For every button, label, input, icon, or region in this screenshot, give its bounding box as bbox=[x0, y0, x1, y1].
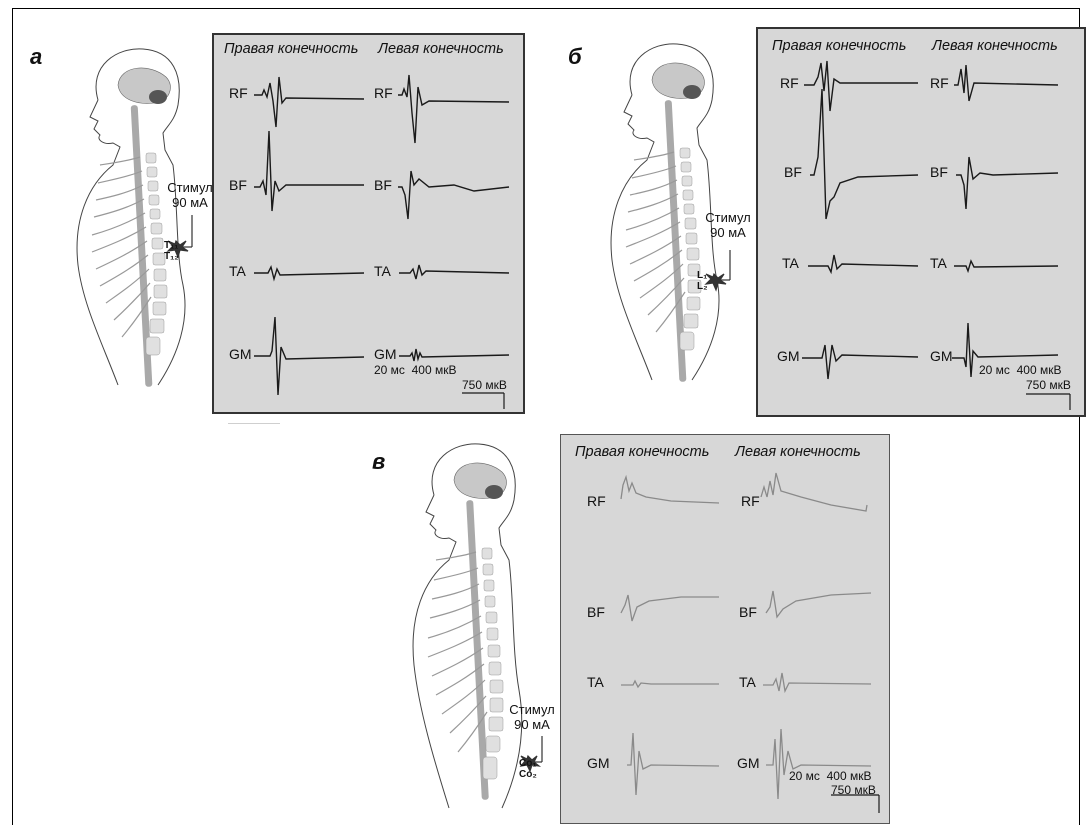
panel-b-recording-box: Правая конечность Левая конечность RF BF… bbox=[756, 27, 1086, 417]
panel-a-scale-bar-label-2: 750 мкВ bbox=[462, 378, 507, 392]
trace-rf-left bbox=[398, 75, 509, 143]
trace-ta-right bbox=[254, 267, 364, 279]
panel-c-emg-traces bbox=[561, 435, 891, 825]
trace-rf-left bbox=[761, 473, 867, 511]
trace-gm-right bbox=[627, 733, 719, 795]
trace-bf-left bbox=[956, 157, 1058, 209]
panel-c-letter: в bbox=[372, 449, 385, 475]
trace-rf-left bbox=[954, 65, 1058, 101]
panel-a-scale-bar-label: 20 мс 400 мкВ bbox=[374, 363, 456, 377]
trace-bf-right bbox=[621, 595, 719, 621]
trace-ta-left bbox=[763, 673, 871, 691]
panel-a-letter: а bbox=[30, 44, 42, 70]
panel-a-body-figure bbox=[58, 45, 228, 390]
trace-rf-right bbox=[254, 77, 364, 127]
trace-gm-right bbox=[802, 345, 918, 379]
panel-c-scale-bar-label: 20 мс 400 мкВ bbox=[789, 769, 871, 783]
panel-a-recording-box: Правая конечность Левая конечность RF BF… bbox=[212, 33, 525, 414]
panel-a-emg-traces bbox=[214, 35, 527, 416]
trace-bf-right bbox=[810, 89, 918, 219]
trace-bf-right bbox=[254, 131, 364, 211]
panel-c-body-figure bbox=[394, 440, 564, 810]
trace-rf-right bbox=[621, 477, 719, 503]
divider bbox=[228, 423, 280, 424]
panel-b-scale-bar-label: 20 мс 400 мкВ bbox=[979, 363, 1061, 377]
trace-bf-left bbox=[398, 171, 509, 219]
trace-ta-left bbox=[954, 261, 1058, 271]
trace-ta-right bbox=[621, 681, 719, 687]
panel-c-recording-box: Правая конечность Левая конечность RF BF… bbox=[560, 434, 890, 824]
trace-gm-left bbox=[399, 349, 509, 361]
panel-b-letter: б bbox=[568, 44, 582, 70]
trace-gm-right bbox=[254, 317, 364, 395]
panel-b-scale-bar-label-2: 750 мкВ bbox=[1026, 378, 1071, 392]
trace-bf-left bbox=[766, 591, 871, 617]
trace-ta-left bbox=[399, 265, 509, 279]
trace-ta-right bbox=[808, 255, 918, 272]
panel-b-emg-traces bbox=[758, 29, 1088, 419]
panel-c-scale-bar-label-2: 750 мкВ bbox=[831, 783, 876, 797]
